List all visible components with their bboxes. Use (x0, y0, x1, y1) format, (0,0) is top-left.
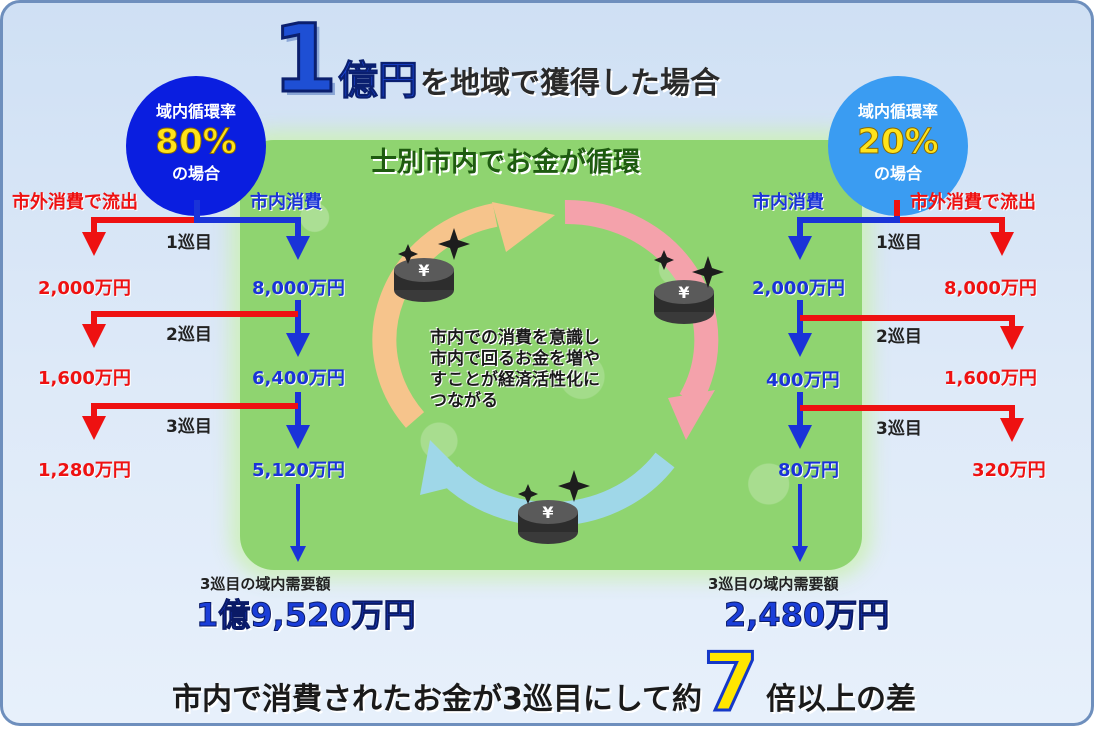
svg-text:¥: ¥ (542, 503, 553, 522)
left-round-3: 3巡目 (166, 417, 212, 437)
left-local-2: 6,400万円 (252, 368, 345, 389)
right-flow-lines (788, 200, 1024, 562)
footer-text-before: 市内で消費されたお金が3巡目にして約 (172, 682, 702, 717)
right-outflow-3: 320万円 (972, 460, 1046, 481)
rate-circle-80: 域内循環率 80% の場合 (126, 76, 266, 216)
left-round-2: 2巡目 (166, 325, 212, 345)
circle-caption: の場合 (873, 164, 922, 183)
yen-coin-icon: ¥ (654, 280, 714, 324)
circulation-title: 士別市内でお金が循環 (370, 147, 640, 178)
right-local-2: 400万円 (766, 370, 840, 391)
left-outflow-3: 1,280万円 (38, 460, 131, 481)
circle-label: 域内循環率 (155, 102, 236, 121)
title-text: を地域で獲得した場合 (420, 66, 720, 101)
left-local-header: 市内消費 (250, 192, 322, 213)
circle-caption: の場合 (171, 164, 220, 183)
city-circulation-area (240, 140, 862, 570)
left-local-1: 8,000万円 (252, 278, 345, 299)
circulation-message: 市内での消費を意識し 市内で回るお金を増や すことが経済活性化に つながる (430, 328, 670, 412)
right-outflow-header: 市外消費で流出 (910, 192, 1036, 213)
left-outflow-2: 1,600万円 (38, 368, 131, 389)
yen-coin-icon: ¥ (518, 500, 578, 544)
message-line-2: 市内で回るお金を増や (430, 349, 600, 369)
left-outflow-header: 市外消費で流出 (12, 192, 138, 213)
svg-text:¥: ¥ (678, 283, 689, 302)
yen-coin-icon: ¥ (394, 258, 454, 302)
left-third-label: 3巡目の域内需要額 (200, 575, 331, 593)
circle-label: 域内循環率 (857, 102, 938, 121)
rate-circle-20: 域内循環率 20% の場合 (828, 76, 968, 216)
left-outflow-1: 2,000万円 (38, 278, 131, 299)
right-outflow-1: 8,000万円 (944, 278, 1037, 299)
footer-number: 7 (702, 636, 761, 729)
left-flow-lines (82, 200, 310, 562)
message-line-3: すことが経済活性化に (430, 370, 600, 390)
title-number: 1 (271, 5, 339, 114)
right-local-3: 80万円 (778, 460, 840, 481)
message-line-1: 市内での消費を意識し (430, 328, 600, 348)
right-round-1: 1巡目 (876, 233, 922, 253)
right-round-2: 2巡目 (876, 327, 922, 347)
right-third-label: 3巡目の域内需要額 (708, 575, 839, 593)
footer-text-after: 倍以上の差 (766, 682, 916, 717)
left-third-amount: 1億9,520万円 (196, 596, 416, 635)
title-emphasis: 億円 (338, 58, 419, 105)
right-third-amount: 2,480万円 (723, 596, 890, 635)
right-local-header: 市内消費 (752, 192, 824, 213)
circle-rate: 20% (857, 122, 939, 163)
sparkle-icon (398, 228, 724, 504)
right-outflow-2: 1,600万円 (944, 368, 1037, 389)
right-local-1: 2,000万円 (752, 278, 845, 299)
left-local-3: 5,120万円 (252, 460, 345, 481)
message-line-4: つながる (430, 391, 498, 411)
left-round-1: 1巡目 (166, 233, 212, 253)
circle-rate: 80% (155, 122, 237, 163)
svg-text:¥: ¥ (418, 261, 429, 280)
right-round-3: 3巡目 (876, 419, 922, 439)
